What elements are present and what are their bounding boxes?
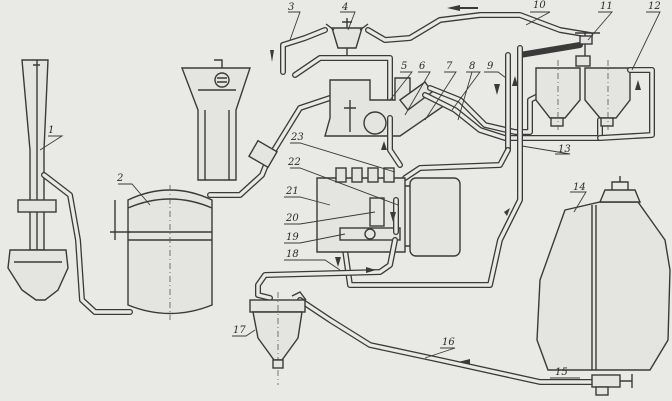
label-19: 19	[286, 232, 299, 243]
label-16: 16	[442, 337, 455, 348]
arrow-icon	[494, 84, 500, 95]
return-line-10	[280, 12, 593, 121]
label-8: 8	[469, 61, 475, 72]
label-9: 9	[487, 61, 494, 72]
arrow-icon	[458, 359, 470, 364]
component-5-7-cylinder-head	[324, 77, 447, 137]
label-14: 14	[573, 182, 586, 193]
part-labels: 1 2 3 4 5 6 7 8 9 10 11 12 13 14 15 16 1…	[48, 0, 661, 378]
arrow-icon	[381, 141, 387, 150]
label-3: 3	[288, 2, 294, 13]
label-15: 15	[555, 367, 568, 378]
arrow-icon	[504, 208, 510, 216]
arrow-icon	[512, 76, 518, 86]
component-1-intake-pipe	[7, 59, 133, 315]
label-1: 1	[48, 125, 54, 136]
component-14-fuel-tank	[536, 176, 671, 396]
air-intake-stack	[180, 59, 333, 198]
label-10: 10	[533, 0, 546, 11]
component-21-injection-pump	[316, 167, 461, 257]
label-23: 23	[290, 132, 304, 143]
label-7: 7	[446, 61, 453, 72]
component-17-coarse-filter	[249, 291, 307, 385]
arrow-icon	[635, 80, 641, 90]
component-2-air-cleaner	[110, 185, 213, 320]
label-2: 2	[116, 173, 123, 184]
flow-arrows	[270, 5, 641, 364]
label-4: 4	[341, 2, 348, 13]
label-5: 5	[401, 61, 407, 72]
label-17: 17	[233, 325, 246, 336]
label-11: 11	[600, 1, 613, 12]
label-12: 12	[648, 1, 661, 12]
label-21: 21	[285, 186, 299, 197]
arrow-icon	[366, 267, 376, 273]
arrow-icon	[270, 50, 274, 62]
label-18: 18	[286, 249, 299, 260]
arrow-icon	[390, 212, 396, 222]
component-12-fuel-filters	[535, 32, 655, 141]
label-6: 6	[419, 61, 426, 72]
arrow-icon	[335, 257, 341, 267]
injector-lines-8-9	[342, 42, 603, 288]
arrow-icon	[447, 5, 478, 11]
label-22: 22	[287, 157, 301, 168]
leader-lines	[39, 11, 661, 379]
label-20: 20	[285, 213, 299, 224]
fuel-lines-16-18	[255, 237, 595, 385]
label-13: 13	[558, 144, 571, 155]
